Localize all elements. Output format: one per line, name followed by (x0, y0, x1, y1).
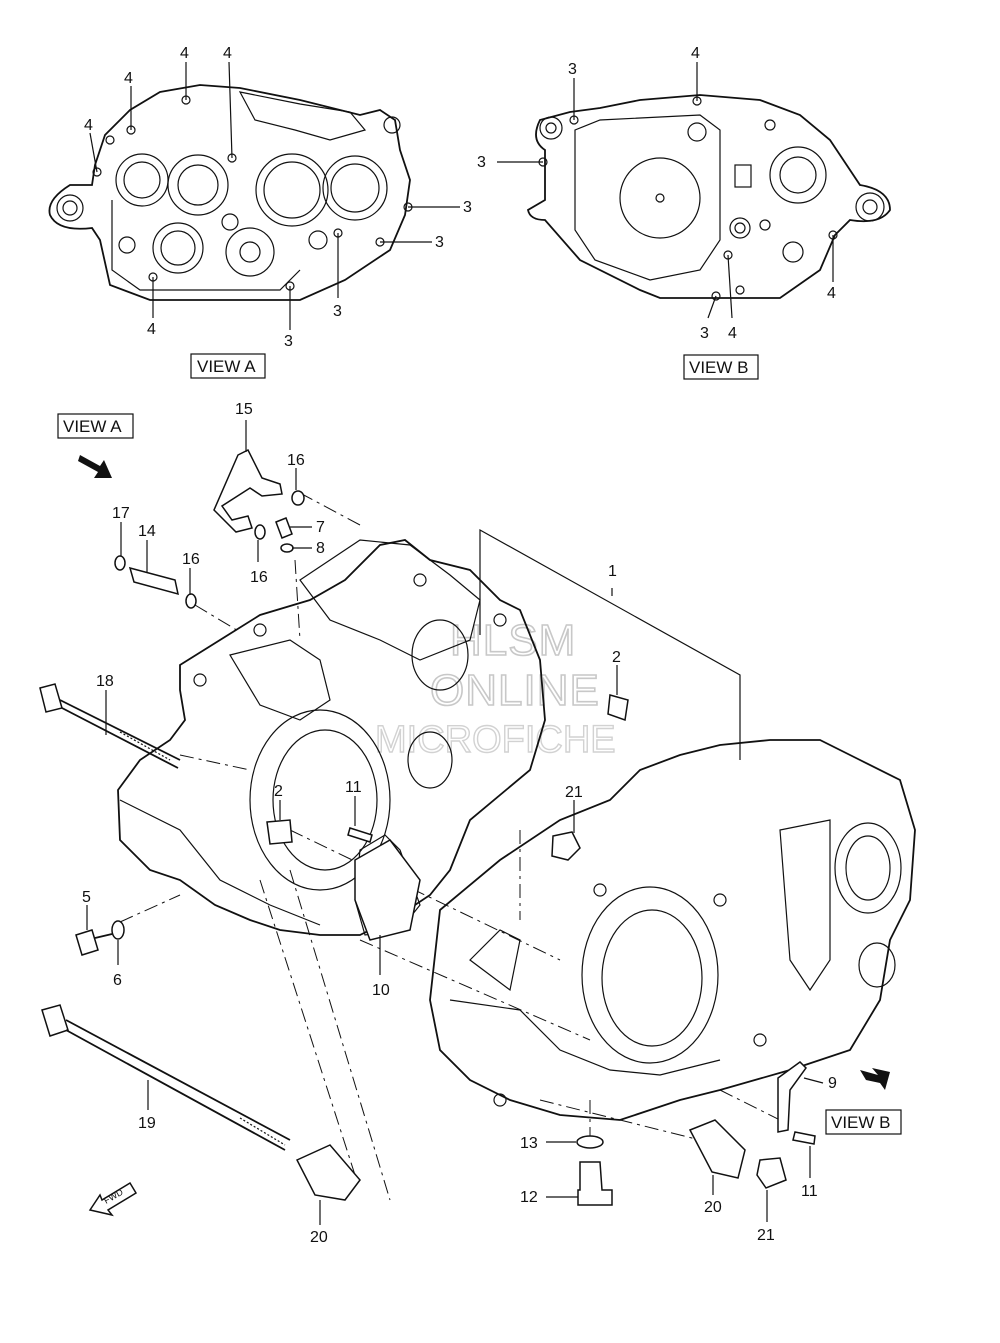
o-ring-part-16 (291, 490, 305, 506)
callout-3: 3 (333, 303, 342, 320)
bolt-part-5 (75, 929, 99, 956)
view-a-label-top: VIEW A (197, 357, 256, 376)
o-ring-part-17 (114, 555, 126, 571)
view-b-box-top (683, 354, 759, 380)
small-parts (39, 448, 816, 1206)
washer-part-8 (280, 543, 294, 553)
svg-text:ONLINE: ONLINE (430, 666, 600, 715)
dowel-part-2 (607, 694, 629, 722)
bolt-part-11 (792, 1131, 816, 1145)
bushing-part-20 (295, 1144, 361, 1201)
part-label-15: 15 (235, 401, 253, 418)
view-b-label-top: VIEW B (689, 358, 749, 377)
oil-pipe-part-15 (213, 448, 283, 533)
part-label-13: 13 (520, 1135, 538, 1152)
pin-part-14 (128, 566, 179, 596)
callout-3: 3 (700, 325, 709, 342)
part-label-20: 20 (310, 1229, 328, 1246)
part-label-12: 12 (520, 1189, 538, 1206)
callout-4: 4 (728, 325, 737, 342)
callout-3: 3 (463, 199, 472, 216)
callout-3: 3 (568, 61, 577, 78)
view-b-crankcase-outline (526, 94, 891, 301)
view-a-label: VIEW A (63, 417, 122, 436)
part-label-8: 8 (316, 540, 325, 557)
view-a-callout-leaders (89, 61, 460, 330)
part-label-19: 19 (138, 1115, 156, 1132)
bushing-part-20 (688, 1119, 746, 1179)
bolt-head-part-18 (39, 683, 63, 713)
part-labels: 15 16 7 8 16 17 14 16 18 1 2 2 11 21 5 6… (82, 401, 837, 1246)
callout-4: 4 (827, 285, 836, 302)
part-label-2: 2 (612, 649, 621, 666)
part-label-7: 7 (316, 519, 325, 536)
svg-text:MICROFICHE: MICROFICHE (375, 719, 616, 761)
view-b-callout-labels: 3 4 3 3 4 3 4 (477, 45, 836, 342)
view-a-box-top (190, 353, 266, 379)
part-label-leaders (86, 420, 824, 1225)
view-b-callout-leaders (497, 62, 834, 319)
callout-4: 4 (691, 45, 700, 62)
part-label-11: 11 (345, 779, 362, 796)
callout-4: 4 (147, 321, 156, 338)
fwd-arrow-icon: FWD (88, 1181, 138, 1217)
part-label-11: 11 (801, 1183, 818, 1200)
view-a-arrow-icon (78, 455, 112, 478)
part-label-21: 21 (565, 784, 583, 801)
bolt-part-11 (347, 827, 373, 843)
alignment-lines (119, 492, 791, 1201)
gasket-part-10 (354, 839, 421, 941)
watermark: HLSM ONLINE MICROFICHE (374, 615, 616, 762)
part-label-16: 16 (182, 551, 200, 568)
callout-4: 4 (124, 70, 133, 87)
o-ring-part-16 (254, 524, 266, 540)
part-label-17: 17 (112, 505, 130, 522)
part-label-14: 14 (138, 523, 156, 540)
view-b-arrow-icon (860, 1068, 890, 1090)
dowel-part-2 (266, 819, 293, 845)
callout-4: 4 (180, 45, 189, 62)
part-label-16: 16 (250, 569, 268, 586)
bolt-part-7 (275, 517, 293, 539)
part-label-5: 5 (82, 889, 91, 906)
part-label-16: 16 (287, 452, 305, 469)
plate-part-9 (777, 1061, 807, 1133)
part-label-21: 21 (757, 1227, 775, 1244)
o-ring-part-16 (185, 593, 197, 609)
nut-part-21 (551, 831, 581, 861)
view-a-box (57, 413, 134, 439)
washer-part-6 (111, 920, 125, 940)
callout-3: 3 (477, 154, 486, 171)
part-label-10: 10 (372, 982, 390, 999)
bolt-head-part-19 (41, 1004, 69, 1037)
view-b-box (825, 1109, 902, 1135)
part-label-1: 1 (608, 563, 617, 580)
part-1-bracket (479, 528, 741, 760)
right-crankcase-half (429, 739, 916, 1121)
view-b-label: VIEW B (831, 1113, 891, 1132)
callout-4: 4 (84, 117, 93, 134)
callout-3: 3 (435, 234, 444, 251)
part-label-18: 18 (96, 673, 114, 690)
plug-part-12 (577, 1161, 613, 1206)
view-a-crankcase-outline (48, 84, 413, 301)
part-label-9: 9 (828, 1075, 837, 1092)
washer-part-13 (576, 1135, 604, 1149)
part-label-6: 6 (113, 972, 122, 989)
view-a-callout-labels: 4 4 4 4 3 3 3 3 4 (84, 45, 472, 350)
callout-4: 4 (223, 45, 232, 62)
callout-3: 3 (284, 333, 293, 350)
part-label-2: 2 (274, 783, 283, 800)
part-label-20: 20 (704, 1199, 722, 1216)
nut-part-21 (756, 1157, 787, 1189)
